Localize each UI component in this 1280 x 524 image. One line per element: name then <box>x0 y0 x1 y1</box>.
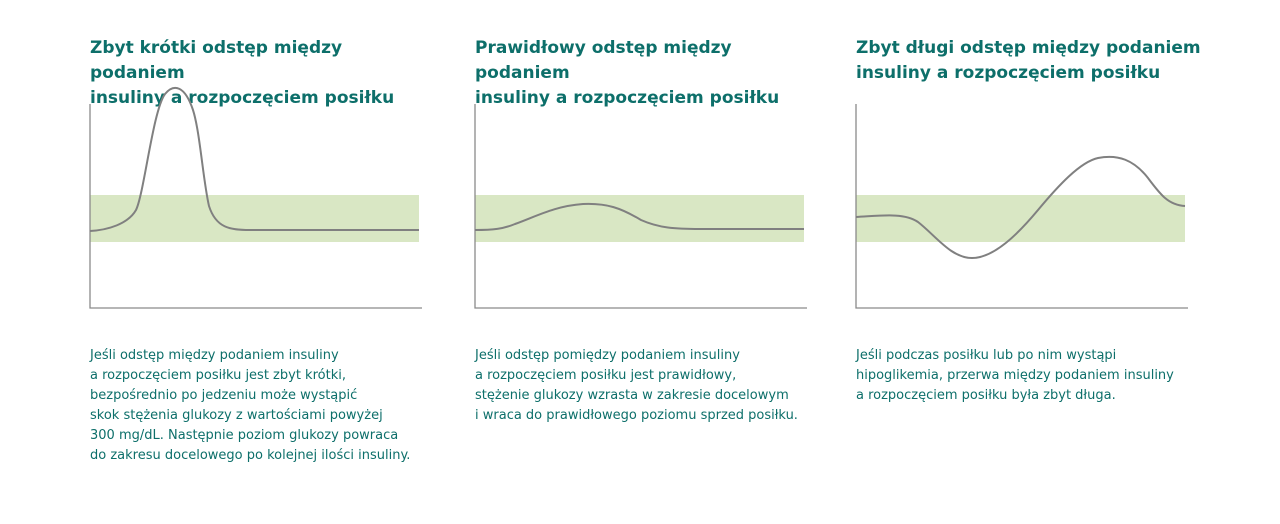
target-range-band <box>856 195 1185 242</box>
chart-svg <box>89 86 422 309</box>
panel-description: Jeśli podczas posiłku lub po nim wystąpi… <box>856 348 1174 403</box>
glucose-chart-correct <box>474 88 820 316</box>
chart-svg <box>855 104 1188 309</box>
panel-title: Zbyt długi odstęp między podaniem insuli… <box>856 38 1201 83</box>
glucose-chart-too-short <box>89 86 435 316</box>
chart-svg <box>474 104 807 309</box>
glucose-curve <box>855 155 1186 260</box>
panel-title: Zbyt krótki odstęp między podaniem insul… <box>90 38 395 108</box>
panel-too-short: Zbyt krótki odstęp między podaniem insul… <box>89 36 435 463</box>
chart-axes <box>855 104 1188 309</box>
glucose-curve <box>474 202 804 231</box>
chart-axes <box>474 104 807 309</box>
chart-axes <box>89 104 422 309</box>
panel-title: Prawidłowy odstęp między podaniem insuli… <box>475 38 780 108</box>
panel-description: Jeśli odstęp między podaniem insuliny a … <box>90 348 411 463</box>
panel-correct: Prawidłowy odstęp między podaniem insuli… <box>474 36 820 423</box>
target-range-band <box>90 195 419 242</box>
glucose-chart-too-long <box>855 88 1201 316</box>
panel-too-long: Zbyt długi odstęp między podaniem insuli… <box>855 36 1201 403</box>
panel-description: Jeśli odstęp pomiędzy podaniem insuliny … <box>475 348 798 423</box>
glucose-curve <box>89 86 419 232</box>
